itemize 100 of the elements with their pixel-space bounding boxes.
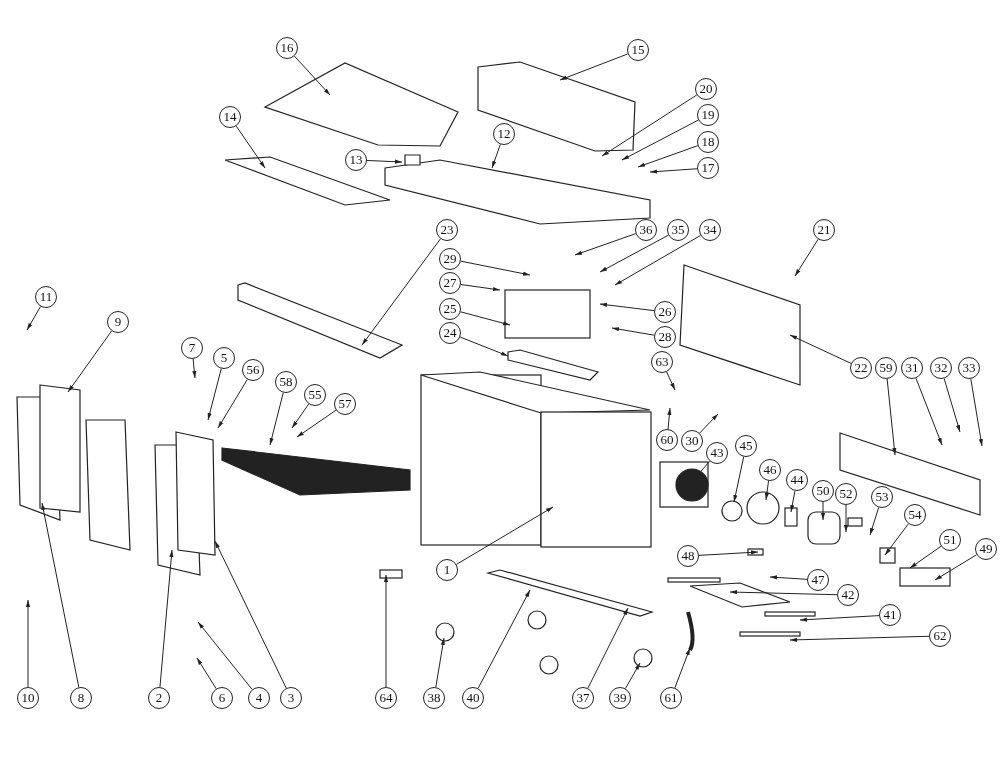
leader-line (915, 377, 943, 446)
callout-number: 4 (248, 687, 270, 709)
callout-number: 56 (242, 359, 264, 381)
leader-line (559, 53, 629, 81)
leader-line (41, 502, 80, 688)
callout-number: 28 (654, 326, 676, 348)
callout-number: 19 (697, 104, 719, 126)
callout-number: 64 (375, 687, 397, 709)
callout-number: 60 (656, 429, 678, 451)
leader-line (291, 403, 310, 429)
leader-line (435, 637, 445, 688)
leader-line (843, 504, 849, 533)
callout-number: 24 (439, 322, 461, 344)
callout-number: 57 (334, 393, 356, 415)
callout-number: 11 (35, 286, 57, 308)
leader-line (460, 260, 531, 276)
callout-number: 38 (423, 687, 445, 709)
leader-line (491, 143, 501, 169)
callout-number: 14 (219, 106, 241, 128)
leader-line (67, 330, 113, 393)
callout-number: 59 (875, 357, 897, 379)
callout-number: 46 (759, 459, 781, 481)
callout-number: 42 (837, 584, 859, 606)
callout-number: 36 (635, 219, 657, 241)
leader-line (667, 407, 672, 430)
leader-line (207, 368, 222, 421)
callout-number: 41 (879, 604, 901, 626)
callout-number: 63 (651, 351, 673, 373)
leader-line (674, 647, 691, 689)
callout-number: 34 (699, 219, 721, 241)
callout-number: 15 (627, 39, 649, 61)
callout-number: 23 (436, 219, 458, 241)
leader-line (789, 635, 930, 642)
leader-line (361, 238, 441, 346)
callout-number: 51 (939, 529, 961, 551)
callout-number: 30 (681, 430, 703, 452)
callout-number: 54 (904, 504, 926, 526)
callout-number: 33 (958, 357, 980, 379)
callout-number: 5 (213, 347, 235, 369)
callout-number: 39 (609, 687, 631, 709)
leader-line (459, 336, 509, 357)
callout-number: 3 (280, 687, 302, 709)
leader-line (869, 507, 880, 536)
leader-line (383, 574, 389, 688)
callout-number: 9 (107, 311, 129, 333)
callout-number: 55 (304, 384, 326, 406)
leader-line (614, 235, 701, 286)
callout-number: 37 (572, 687, 594, 709)
callout-number: 1 (436, 559, 458, 581)
leader-line (599, 302, 655, 312)
callout-number: 12 (493, 123, 515, 145)
leader-line (460, 311, 511, 326)
leader-line (235, 125, 266, 169)
callout-number: 48 (677, 545, 699, 567)
callout-number: 8 (70, 687, 92, 709)
leader-line (25, 599, 31, 688)
leader-line (26, 306, 41, 331)
leader-line (217, 378, 248, 429)
leader-line (574, 233, 637, 256)
leader-line (764, 480, 770, 501)
leader-line (455, 506, 554, 565)
leader-line (649, 168, 698, 174)
callout-number: 40 (462, 687, 484, 709)
leader-line (599, 234, 669, 273)
leader-line (611, 327, 655, 336)
leader-line (159, 549, 174, 688)
callout-number: 44 (786, 469, 808, 491)
leader-line (197, 621, 253, 690)
leader-line (587, 607, 629, 689)
leader-line (196, 657, 217, 690)
callout-number: 22 (850, 357, 872, 379)
callout-number: 53 (871, 486, 893, 508)
leader-line (769, 575, 808, 580)
callout-number: 17 (697, 157, 719, 179)
leader-line (293, 55, 331, 96)
callout-number: 7 (181, 337, 203, 359)
callout-number: 2 (148, 687, 170, 709)
callout-number: 61 (660, 687, 682, 709)
callout-number: 31 (901, 357, 923, 379)
leader-line (366, 159, 403, 164)
callout-number: 18 (697, 131, 719, 153)
callout-number: 62 (929, 625, 951, 647)
leader-line (601, 94, 698, 157)
callout-number: 35 (667, 219, 689, 241)
leader-line (799, 615, 880, 622)
leader-line (970, 378, 983, 447)
callout-number: 21 (813, 219, 835, 241)
callout-number: 16 (276, 37, 298, 59)
leader-line (884, 523, 909, 556)
leader-line (789, 334, 852, 364)
callout-number: 47 (807, 569, 829, 591)
callout-number: 49 (975, 538, 997, 560)
callout-number: 27 (439, 272, 461, 294)
callout-number: 10 (17, 687, 39, 709)
leader-line (943, 378, 961, 433)
callout-number: 58 (275, 371, 297, 393)
leader-line (621, 119, 699, 161)
callout-number: 50 (812, 480, 834, 502)
leader-line (794, 238, 819, 277)
callout-number: 20 (695, 78, 717, 100)
